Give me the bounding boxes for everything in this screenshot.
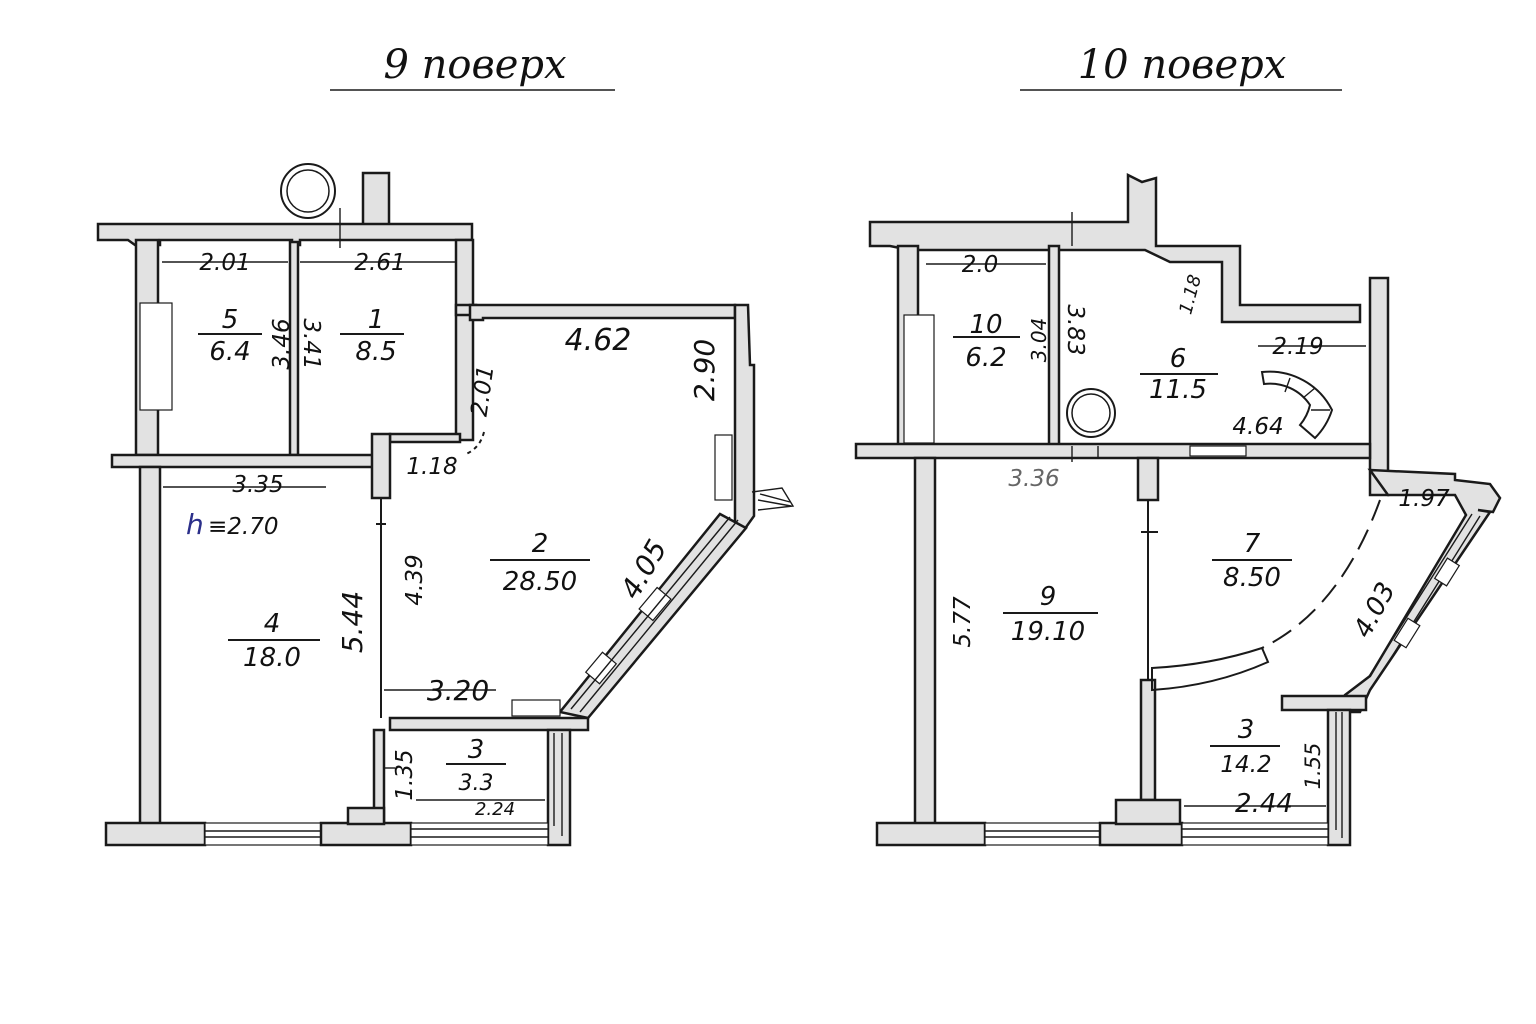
wall-top-10 xyxy=(868,172,1362,324)
wall-room2-bottom xyxy=(388,716,590,732)
room-6-area: 11.5 xyxy=(1149,375,1207,405)
dim-3-36: 3.36 xyxy=(1008,466,1059,492)
dim-2-0: 2.0 xyxy=(962,252,999,278)
dim-2-44: 2.44 xyxy=(1235,789,1293,819)
room-5-area: 6.4 xyxy=(209,337,250,367)
wall-room1-right xyxy=(454,238,475,442)
room-7-number: 7 xyxy=(1244,529,1261,559)
chimney-block xyxy=(361,171,391,230)
room-5-number: 5 xyxy=(222,305,239,335)
wall-room2-right xyxy=(733,303,756,532)
ceiling-mark: h xyxy=(186,508,204,541)
wall-middle-horizontal-10 xyxy=(854,442,1372,460)
room-10-number: 10 xyxy=(969,310,1002,340)
room-6-number: 6 xyxy=(1170,344,1187,374)
ceiling-height: ≡2.70 xyxy=(208,514,278,540)
window-left-10 xyxy=(903,314,935,444)
vent-shaft-inner-icon xyxy=(286,169,330,213)
wall-bottom-pillar-10 xyxy=(1098,821,1184,847)
dim-1-18-10: 1.18 xyxy=(1175,273,1206,317)
dim-2-19: 2.19 xyxy=(1272,334,1323,360)
room-2-number: 2 xyxy=(532,529,549,559)
window-diagonal-1 xyxy=(638,586,672,622)
room-10-area: 6.2 xyxy=(965,343,1006,373)
window-bottom-10 xyxy=(984,822,1101,846)
curved-wall xyxy=(1151,646,1270,692)
wall-bottom-pillar xyxy=(319,821,413,847)
wall-left-lower xyxy=(138,465,162,829)
wall-room2-top xyxy=(468,303,737,322)
room-3-10-area: 14.2 xyxy=(1220,752,1271,778)
room-2-area: 28.50 xyxy=(503,567,577,597)
dim-4-03: 4.03 xyxy=(1348,578,1402,643)
room-4-area: 18.0 xyxy=(243,643,301,673)
wall-room3-right xyxy=(546,728,572,847)
wall-bottom-left-10 xyxy=(875,821,987,847)
arc-dashed xyxy=(1261,499,1381,649)
room-3-area: 3.3 xyxy=(459,771,494,796)
dim-1-55: 1.55 xyxy=(1301,743,1325,790)
wall-right-upper-10 xyxy=(1368,276,1390,497)
vent-shaft-icon xyxy=(280,163,336,219)
dim-3-83: 3.83 xyxy=(1062,304,1088,355)
dim-3-20: 3.20 xyxy=(427,674,489,707)
dim-2-01: 2.01 xyxy=(199,250,250,276)
dim-4-62: 4.62 xyxy=(565,323,632,358)
dim-3-04: 3.04 xyxy=(1027,318,1051,363)
wall-left-lower-10 xyxy=(913,456,937,828)
dim-1-35: 1.35 xyxy=(392,749,418,800)
wall-middle-horizontal xyxy=(110,453,376,469)
spiral-stair xyxy=(1260,370,1334,440)
dim-2-90: 2.90 xyxy=(688,339,721,401)
room-9-number: 9 xyxy=(1040,582,1057,612)
window-right xyxy=(714,434,733,501)
dim-3-41: 3.41 xyxy=(298,318,324,369)
floor-9-plan: 9 поверх xyxy=(96,42,795,847)
room-4-number: 4 xyxy=(264,609,281,639)
window-balcony-10 xyxy=(1181,822,1329,846)
wall-room3-right-10 xyxy=(1326,708,1352,847)
window-diagonal-2 xyxy=(584,651,618,685)
floor-9-title: 9 поверх xyxy=(383,42,566,88)
vent-shaft-10-icon xyxy=(1066,388,1116,438)
window-left xyxy=(139,302,173,411)
wall-bottom-left xyxy=(104,821,207,847)
room-3-number: 3 xyxy=(468,735,485,765)
dim-4-39: 4.39 xyxy=(402,554,428,605)
floor-10-plan: 10 поверх xyxy=(854,42,1502,847)
wall-room1-bottom xyxy=(388,432,462,444)
wall-balcony-top xyxy=(1280,694,1368,712)
dim-4-64: 4.64 xyxy=(1232,414,1283,440)
balcony-railing xyxy=(751,487,795,511)
dim-3-35: 3.35 xyxy=(232,472,283,498)
floor-10-title: 10 поверх xyxy=(1078,42,1287,88)
room-7-area: 8.50 xyxy=(1223,563,1281,593)
column-partition xyxy=(370,432,392,500)
sill-block xyxy=(511,699,561,717)
dim-1-97: 1.97 xyxy=(1398,486,1450,512)
dim-5-77: 5.77 xyxy=(950,596,976,648)
dim-5-44: 5.44 xyxy=(336,591,369,653)
dim-2-24: 2.24 xyxy=(475,799,515,820)
column-10 xyxy=(1136,456,1160,502)
partition-9-3 xyxy=(1139,678,1157,802)
room-1-number: 1 xyxy=(368,305,385,335)
room-1-area: 8.5 xyxy=(355,337,396,367)
dim-1-18: 1.18 xyxy=(406,454,457,480)
room-3-10-number: 3 xyxy=(1238,715,1255,745)
dim-2-61: 2.61 xyxy=(354,250,405,276)
window-bottom xyxy=(204,822,322,846)
room-9-area: 19.10 xyxy=(1011,617,1085,647)
window-balcony xyxy=(410,822,549,846)
dim-3-46: 3.46 xyxy=(269,318,295,369)
